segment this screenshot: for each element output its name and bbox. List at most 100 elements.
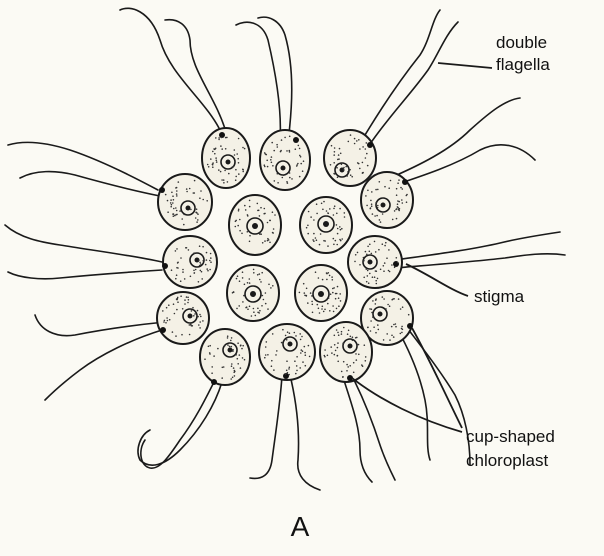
stipple-dot [223, 179, 225, 181]
stipple-dot [395, 323, 397, 325]
stipple-dot [340, 229, 342, 231]
stipple-dot [307, 225, 309, 227]
stipple-dot [176, 210, 178, 212]
stipple-dot [193, 192, 195, 194]
stipple-dot [362, 172, 364, 174]
stipple-dot [241, 348, 243, 350]
stipple-dot [331, 145, 333, 147]
stipple-dot [174, 215, 176, 217]
stipple-dot [237, 275, 239, 277]
stipple-dot [176, 309, 178, 311]
stipple-dot [295, 335, 297, 337]
stipple-dot [377, 205, 379, 207]
stipple-dot [247, 231, 249, 233]
stipple-dot [352, 336, 354, 338]
stipple-dot [276, 350, 278, 352]
stipple-dot [197, 219, 199, 221]
stipple-dot [358, 163, 360, 165]
stipple-dot [401, 332, 403, 334]
stipple-dot [286, 181, 288, 183]
stipple-dot [260, 207, 262, 209]
stipple-dot [343, 361, 345, 363]
stipple-dot [244, 148, 246, 150]
flagellum [250, 376, 282, 478]
stipple-dot [310, 216, 312, 218]
stipple-dot [289, 136, 291, 138]
flagellum [5, 225, 162, 262]
stipple-dot [299, 292, 301, 294]
stipple-dot [395, 326, 397, 328]
stipple-dot [171, 204, 173, 206]
stipple-dot [371, 312, 373, 314]
stipple-dot [346, 175, 348, 177]
stipple-dot [304, 292, 306, 294]
stipple-dot [287, 331, 289, 333]
stipple-dot [289, 172, 291, 174]
cell [324, 130, 376, 186]
stipple-dot [363, 277, 365, 279]
stipple-dot [273, 228, 275, 230]
stipple-dot [237, 342, 239, 344]
stipple-dot [332, 279, 334, 281]
stipple-dot [374, 241, 376, 243]
stipple-dot [363, 257, 365, 259]
stipple-dot [383, 298, 385, 300]
stipple-dot [327, 215, 329, 217]
stipple-dot [300, 156, 302, 158]
stipple-dot [220, 145, 222, 147]
stipple-dot [189, 324, 191, 326]
stipple-dot [352, 340, 354, 342]
stipple-dot [206, 259, 208, 261]
stipple-dot [172, 202, 174, 204]
stipple-dot [393, 336, 395, 338]
stipple-dot [218, 137, 220, 139]
stipple-dot [249, 200, 251, 202]
cell [348, 236, 402, 288]
stipple-dot [247, 215, 249, 217]
stipple-dot [369, 273, 371, 275]
stipple-dot [227, 344, 229, 346]
stipple-dot [265, 292, 267, 294]
stipple-dot [396, 257, 398, 259]
stipple-dot [367, 246, 369, 248]
stipple-dot [282, 177, 284, 179]
figure-caption: A [291, 511, 310, 542]
stipple-dot [233, 372, 235, 374]
stipple-dot [221, 179, 223, 181]
stipple-dot [330, 346, 332, 348]
stipple-dot [329, 275, 331, 277]
stipple-dot [215, 157, 217, 159]
stipple-dot [336, 167, 338, 169]
stipple-dot [296, 356, 298, 358]
stipple-dot [186, 188, 188, 190]
stipple-dot [265, 303, 267, 305]
stipple-dot [397, 200, 399, 202]
stipple-dot [321, 203, 323, 205]
stipple-dot [183, 214, 185, 216]
stipple-dot [182, 271, 184, 273]
stipple-dot [378, 329, 380, 331]
stipple-dot [298, 145, 300, 147]
stipple-dot [288, 368, 290, 370]
stipple-dot [397, 207, 399, 209]
stipple-dot [304, 352, 306, 354]
stipple-dot [166, 307, 168, 309]
stipple-dot [383, 339, 385, 341]
stipple-dot [396, 188, 398, 190]
stipple-dot [340, 240, 342, 242]
stipple-dot [167, 320, 169, 322]
stipple-dot [384, 245, 386, 247]
stipple-dot [354, 143, 356, 145]
stipple-dot [393, 324, 395, 326]
stipple-dot [336, 329, 338, 331]
stipple-dot [231, 346, 233, 348]
stipple-dot [380, 269, 382, 271]
stipple-dot [171, 269, 173, 271]
stipple-dot [370, 200, 372, 202]
stipple-dot [184, 299, 186, 301]
stipple-dot [272, 232, 274, 234]
stipple-dot [242, 277, 244, 279]
stipple-dot [218, 139, 220, 141]
stipple-dot [392, 219, 394, 221]
